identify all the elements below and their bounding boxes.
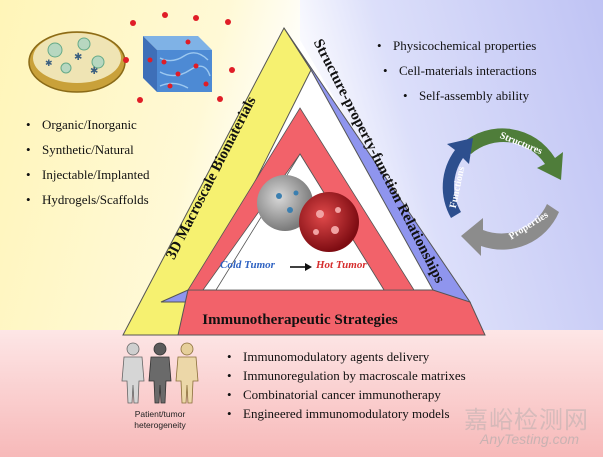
svg-text:✱: ✱ <box>90 66 98 77</box>
patient-silhouettes-icon <box>121 342 199 404</box>
arrow-right-icon <box>290 263 312 271</box>
properties-list: Physicochemical properties Cell-material… <box>377 38 537 113</box>
bottom-side-label: Immunotherapeutic Strategies <box>202 312 398 328</box>
structures-arrow <box>461 128 563 180</box>
dish-scaffold-icon: ✱ ✱ ✱ <box>28 31 126 93</box>
properties-arrow <box>461 204 559 256</box>
list-item: Combinatorial cancer immunotherapy <box>227 387 466 406</box>
list-item: Immunoregulation by macroscale matrixes <box>227 368 466 387</box>
red-bar-bottom <box>123 289 486 336</box>
list-item: Physicochemical properties <box>377 38 537 63</box>
list-item: Organic/Inorganic <box>26 117 150 142</box>
functions-arrow <box>442 138 473 218</box>
cold-tumor-label: Cold Tumor <box>220 259 275 271</box>
strategies-list: Immunomodulatory agents delivery Immunor… <box>227 349 466 425</box>
scattered-red-dots <box>123 12 235 103</box>
list-item: Hydrogels/Scaffolds <box>26 192 150 217</box>
patient-heterogeneity-label: Patient/tumor heterogeneity <box>112 409 208 431</box>
list-item: Injectable/Implanted <box>26 167 150 192</box>
biomaterial-types-list: Organic/Inorganic Synthetic/Natural Inje… <box>26 117 150 217</box>
hydrogel-block-icon <box>143 36 212 92</box>
svg-text:✱: ✱ <box>45 58 53 68</box>
list-item: Cell-materials interactions <box>383 63 537 88</box>
watermark-cn: 嘉峪检测网 <box>464 406 589 434</box>
hot-tumor-label: Hot Tumor <box>316 259 367 271</box>
list-item: Engineered immunomodulatory models <box>227 406 466 425</box>
patient-label-line1: Patient/tumor <box>134 409 186 419</box>
hot-tumor-icon <box>299 192 359 252</box>
list-item: Self-assembly ability <box>403 88 537 113</box>
watermark-en: AnyTesting.com <box>480 431 580 447</box>
cold-tumor-icon <box>257 175 313 231</box>
list-item: Synthetic/Natural <box>26 142 150 167</box>
cycle-diagram <box>442 128 563 256</box>
patient-label-line2: heterogeneity <box>134 420 186 430</box>
svg-text:✱: ✱ <box>74 52 82 63</box>
list-item: Immunomodulatory agents delivery <box>227 349 466 368</box>
